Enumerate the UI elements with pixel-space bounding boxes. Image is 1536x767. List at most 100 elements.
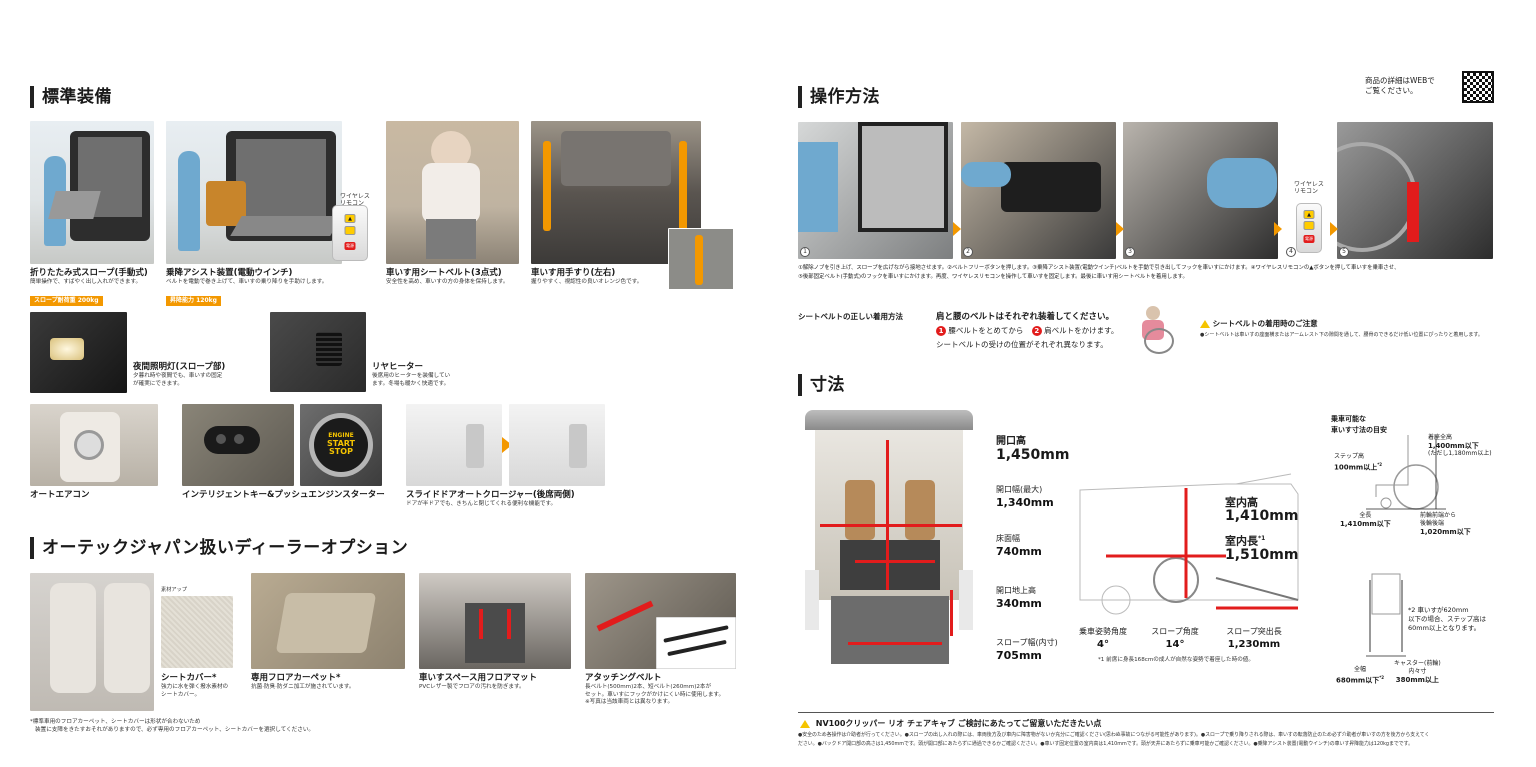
qr-code-icon[interactable] <box>1462 71 1494 103</box>
wc-step-dim: ステップ高 100mm以上*2 <box>1334 453 1383 472</box>
arrow-icon <box>502 437 512 453</box>
caution-heading: シートベルトの着用時のご注意 <box>1200 318 1318 329</box>
wc-length-dim: 全長 1,410mm以下 <box>1340 512 1391 528</box>
step-arrow-icon <box>1330 222 1338 236</box>
caution-text: ●シートベルトは車いすの座面横またはアームレスト下の隙間を通して、腰骨のできるだ… <box>1200 332 1483 338</box>
operation-title: 操作方法 <box>798 86 880 108</box>
floor-carpet-photo <box>251 573 405 669</box>
notice-heading: NV100クリッパー リオ チェアキャブ ご検討にあたってご留意いただきたい点 <box>800 718 1101 729</box>
attaching-belt-caption: アタッチングベルト 長ベルト(500mm)2本、短ベルト(260mm)2本が セ… <box>585 673 725 705</box>
rear-heater-caption: リヤヒーター 後席用のヒーターを装備してい ます。冬場も暖かく快適です。 <box>372 362 451 387</box>
slope-angle-dim: スロープ角度 14° <box>1151 627 1199 650</box>
intelligent-key-label: インテリジェントキー&プッシュエンジンスターター <box>182 490 385 500</box>
seatbelt-photo <box>386 121 519 264</box>
warning-icon <box>1200 320 1210 328</box>
step-3-photo <box>1123 122 1278 259</box>
floor-mat-photo <box>419 573 571 669</box>
opening-height-arrow <box>886 440 889 590</box>
door-closer-photo-2 <box>509 404 605 486</box>
step-number: 3 <box>1125 247 1135 257</box>
wheelchair-person-icon <box>1130 302 1186 354</box>
step-number: 5 <box>1339 247 1349 257</box>
step-number: 2 <box>963 247 973 257</box>
engine-start-icon: ENGINE START STOP <box>314 418 368 472</box>
step-4-remote: ▲ 電源 <box>1282 193 1332 259</box>
wireless-remote-icon: ▲ 電源 <box>332 205 368 261</box>
step-number: 1 <box>800 247 810 257</box>
seat-cover-caption: シートカバー* 強力に水を弾く撥水素材の シートカバー。 <box>161 673 229 698</box>
step-arrow-icon <box>1274 222 1282 236</box>
slope-caption: 折りたたみ式スロープ(手動式) 簡単操作で、すばやく出し入れができます。 スロー… <box>30 268 148 306</box>
interior-length-dim: 室内長*1 1,510mm <box>1225 534 1299 563</box>
dealer-options-title: オーテックジャパン扱いディーラーオプション <box>30 537 408 559</box>
handrail-photo <box>531 121 701 264</box>
remote-label: ワイヤレスリモコン <box>340 193 370 207</box>
floor-carpet-caption: 専用フロアカーペット* 抗菌·防臭·防ダニ加工が施されています。 <box>251 673 355 690</box>
wheelchair-guide-title: 乗車可能な 車いす寸法の目安 <box>1331 415 1387 434</box>
dimension-note-1: *1 前席に身長168cmの成人が自然な姿勢で着座した時の値。 <box>1098 657 1254 663</box>
wc-width-dim: 全幅 680mm以下*2 <box>1336 666 1385 685</box>
van-side-illustration <box>1079 473 1299 615</box>
night-light-caption: 夜間照明灯(スロープ部) 夕暮れ時や夜間でも、車いすの固定 が確実にできます。 <box>133 362 226 387</box>
step-1-photo <box>798 122 953 259</box>
wc-height-dim: 着座全高 1,400mm以下 (ただし1,180mm以上) <box>1428 434 1492 457</box>
warning-icon <box>800 719 810 728</box>
web-notice: 商品の詳細はWEBで ご覧ください。 <box>1365 76 1435 95</box>
slope-width-dim: スロープ幅(内寸) 705mm <box>996 638 1058 662</box>
step-5-photo <box>1337 122 1493 259</box>
wc-note-2: *2 車いすが620mm 以下の場合、ステップ高は 60mm以上となります。 <box>1408 606 1486 632</box>
operation-desc: ①解除ノブを引き上げ、スロープを広げながら接地させます。②ベルトフリーボタンを押… <box>798 265 1400 280</box>
handrail-detail-photo <box>668 228 734 290</box>
wheelchair-rear-diagram <box>1366 573 1406 657</box>
belt-detail-photo <box>656 617 736 669</box>
wireless-remote-icon: ▲ 電源 <box>1296 203 1322 253</box>
van-rear-illustration <box>805 410 973 668</box>
push-start-button-photo: ENGINE START STOP <box>300 404 382 486</box>
seatbelt-sub: シートベルトの受けの位置がそれぞれ異なります。 <box>936 340 1108 349</box>
winch-caption: 乗降アシスト装置(電動ウインチ) ベルトを電動で巻き上げて、車いすの乗り降りを手… <box>166 268 328 306</box>
winch-load-badge: 昇降能力 120kg <box>166 295 221 306</box>
floor-width-arrow <box>855 560 935 563</box>
ground-height-dim: 開口地上高 340mm <box>996 586 1042 610</box>
seatbelt-heading: シートベルトの正しい着用方法 <box>798 312 903 321</box>
intelligent-key-photo <box>182 404 294 486</box>
door-closer-caption: スライドドアオートクロージャー(後席両側) ドアが半ドアでも、きちんと閉じてくれ… <box>406 490 575 507</box>
rear-heater-photo <box>270 312 366 392</box>
divider <box>798 712 1494 713</box>
floor-mat-caption: 車いすスペース用フロアマット PVCレザー製でフロアの汚れを防ぎます。 <box>419 673 537 690</box>
seat-cover-photo <box>30 573 154 711</box>
swatch-label: 素材アップ <box>161 587 187 593</box>
auto-aircon-photo <box>30 404 158 486</box>
slope-length-dim: スロープ突出長 1,230mm <box>1226 627 1282 650</box>
assist-winch-photo <box>166 121 342 264</box>
floor-width-dim: 床面幅 740mm <box>996 534 1042 558</box>
step-2-photo <box>961 122 1116 259</box>
standard-equipment-title: 標準装備 <box>30 86 112 108</box>
dimensions-title: 寸法 <box>798 374 845 396</box>
seatbelt-main: 肩と腰のベルトはそれぞれ装着してください。 <box>936 312 1114 322</box>
step-arrow-icon <box>953 222 961 236</box>
slope-load-badge: スロープ耐荷重 200kg <box>30 295 103 306</box>
slope-width-arrow <box>848 642 942 645</box>
step-number: 4 <box>1286 247 1296 257</box>
material-swatch <box>161 596 233 668</box>
seatbelt-caption: 車いす用シートベルト(3点式) 安全性を高め、車いすの方の身体を保持します。 <box>386 268 509 285</box>
handrail-caption: 車いす用手すり(左右) 握りやすく、視認性の良いオレンジ色です。 <box>531 268 643 285</box>
slope-photo <box>30 121 154 264</box>
auto-aircon-label: オートエアコン <box>30 490 90 500</box>
ground-height-arrow <box>950 590 953 636</box>
notice-text: ●安全のため各操作は介助者が行ってください。●スロープの出し入れの際には、車両後… <box>798 732 1430 747</box>
step-arrow-icon <box>1116 222 1124 236</box>
wc-wheel-dim: 前輪前端から 後輪後端 1,020mm以下 <box>1420 512 1471 536</box>
wc-caster-dim: キャスター(前輪) 内々寸 380mm以上 <box>1394 660 1441 684</box>
interior-height-dim: 室内高 1,410mm <box>1225 496 1299 524</box>
seatbelt-steps: 1 腰ベルトをとめてから 2 肩ベルトをかけます。 <box>936 325 1118 337</box>
ride-angle-dim: 乗車姿勢角度 4° <box>1079 627 1127 650</box>
wheelchair-side-diagram <box>1366 435 1446 510</box>
night-light-photo <box>30 312 127 393</box>
remote-label-2: ワイヤレスリモコン <box>1294 181 1324 195</box>
opening-width-dim: 開口幅(最大) 1,340mm <box>996 485 1054 509</box>
options-footnote: *標準車用のフロアカーペット、シートカバーは形状が合わないため 装置に支障をきた… <box>30 719 315 733</box>
opening-height-dim: 開口高 1,450mm <box>996 436 1070 464</box>
opening-width-arrow <box>820 524 962 527</box>
